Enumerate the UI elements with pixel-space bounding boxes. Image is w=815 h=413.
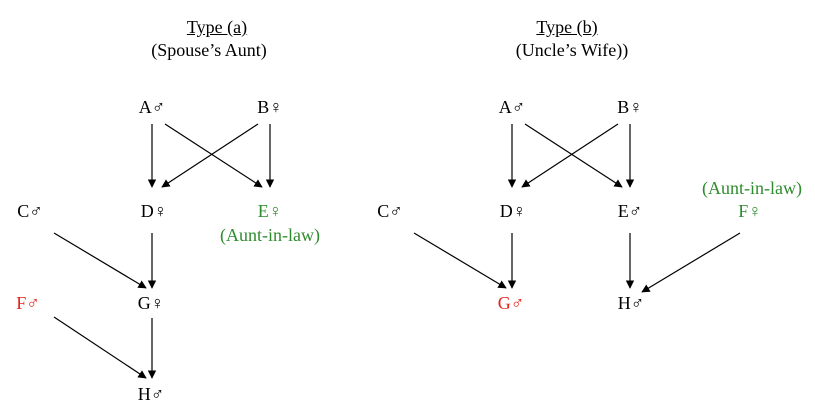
diagram-b-node-h: H♂	[617, 293, 645, 313]
diagram-a-node-d: D♀	[140, 201, 168, 221]
diagram-b-node-g: G♂	[497, 293, 525, 313]
diagram-b-node-a: A♂	[498, 97, 526, 117]
diagram-a-node-a: A♂	[138, 97, 166, 117]
diagram-b-node-c: C♂	[377, 201, 403, 221]
diagram-b-node-f: F♀	[738, 201, 762, 221]
diagram-b-node-b: B♀	[617, 97, 643, 117]
diagram-a-title: Type (a)	[186, 17, 248, 37]
diagram-a-edge-b-d	[161, 123, 259, 188]
diagram-a-node-e: E♀	[257, 201, 283, 221]
diagram-a-node-c: C♂	[17, 201, 43, 221]
diagram-b-subtitle: (Uncle’s Wife))	[515, 40, 629, 60]
diagram-b-edge-f-h	[641, 232, 741, 293]
diagram-a-node-h: H♂	[137, 384, 165, 404]
diagram-b-title: Type (b)	[536, 17, 598, 37]
diagram-a-edge-c-g	[53, 232, 147, 289]
diagram-b-annotation-f: (Aunt-in-law)	[702, 178, 802, 198]
diagram-b-edge-c-g	[413, 232, 507, 289]
diagram-a-edge-a-e	[164, 123, 263, 188]
diagram-a-node-b: B♀	[257, 97, 283, 117]
diagram-b-edge-b-d	[521, 123, 619, 188]
diagram-b-edge-a-e	[524, 123, 623, 188]
diagram-a-annotation-e: (Aunt-in-law)	[220, 225, 320, 245]
diagram-b-node-e: E♂	[617, 201, 643, 221]
diagram-a-subtitle: (Spouse’s Aunt)	[151, 40, 267, 60]
diagram-b-node-d: D♀	[499, 201, 527, 221]
diagram-a-node-g: G♀	[137, 293, 165, 313]
diagram-a-node-f: F♂	[16, 293, 40, 313]
diagram-a-edge-f-h	[53, 316, 147, 379]
